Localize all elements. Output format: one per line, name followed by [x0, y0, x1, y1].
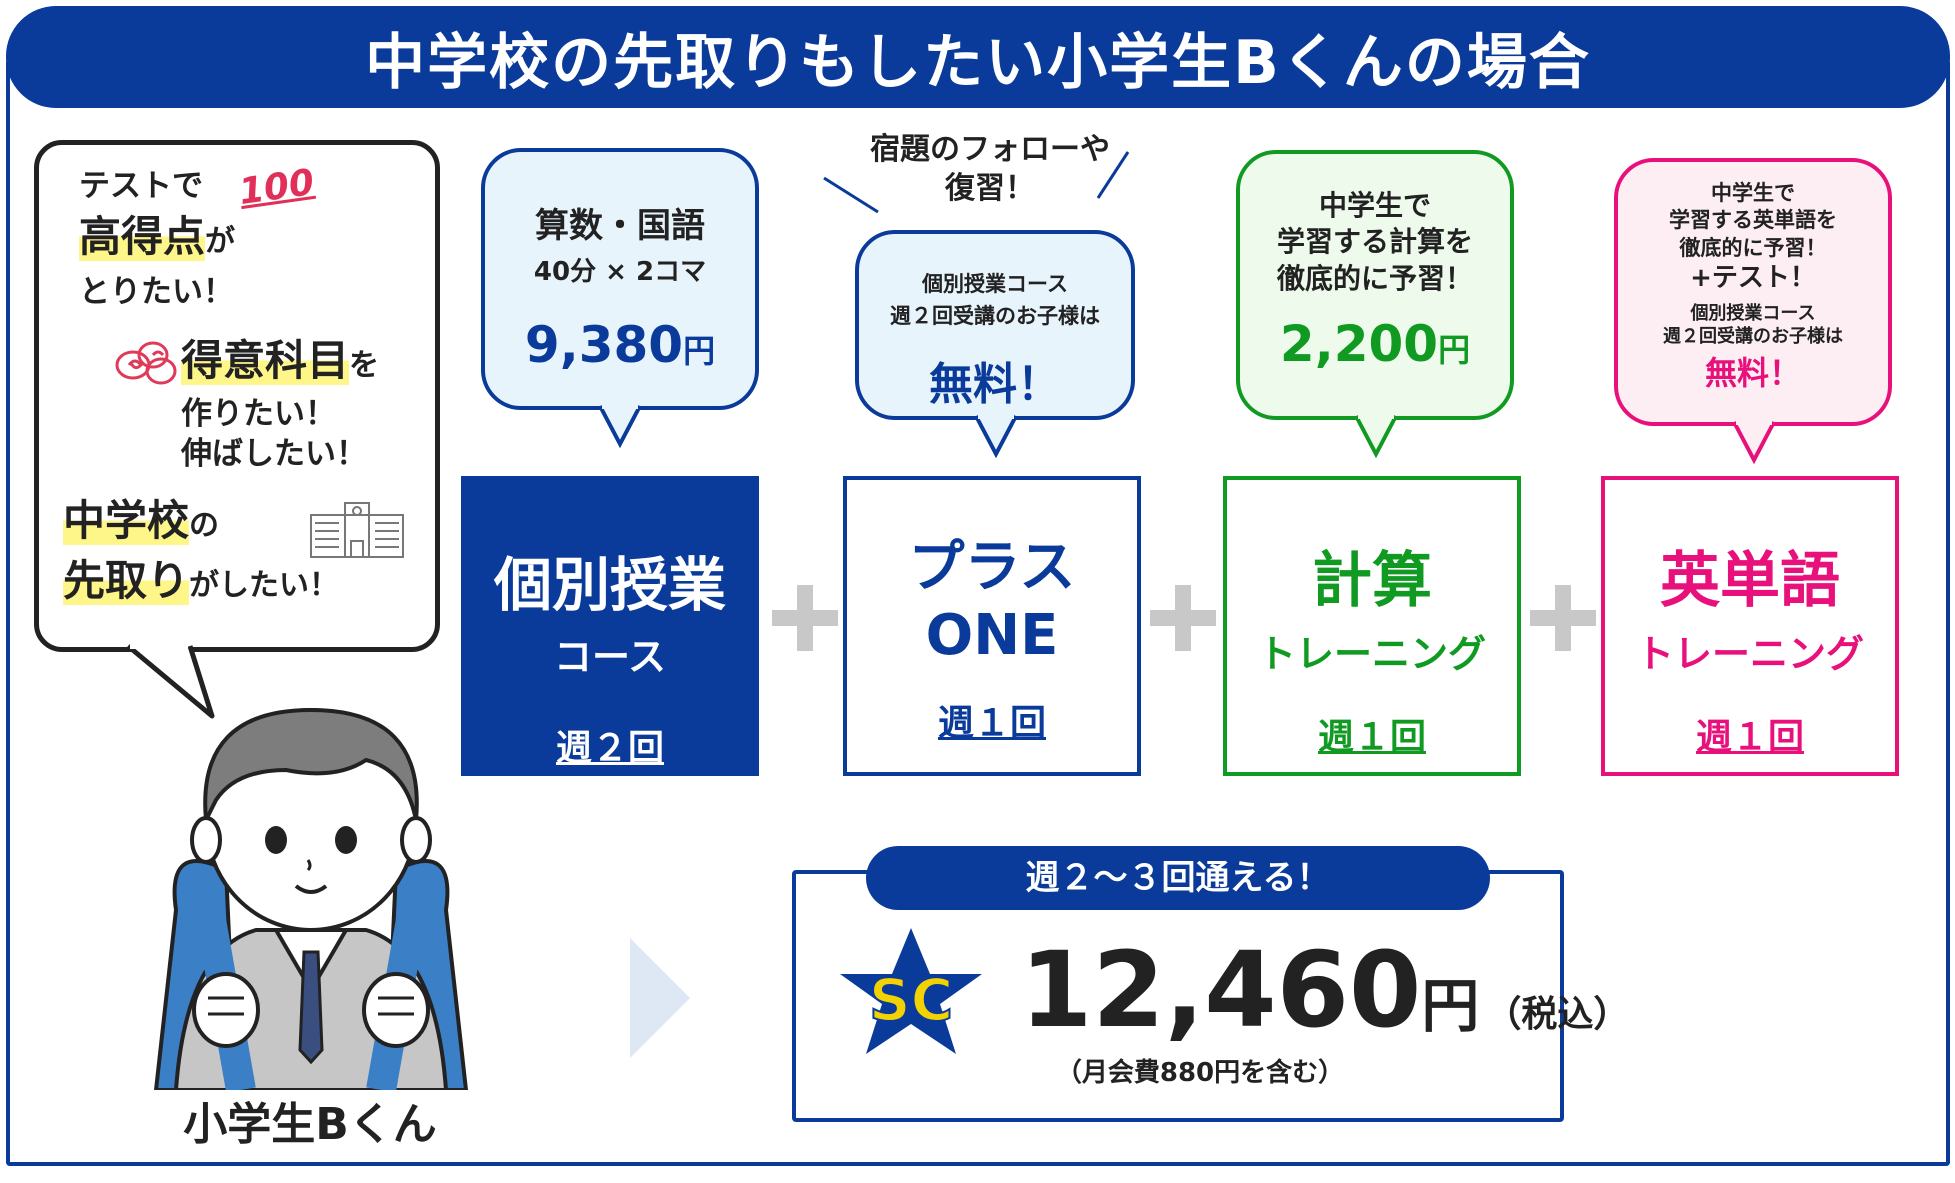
course2-info-bubble: 個別授業コース 週２回受講のお子様は 無料！ [855, 230, 1135, 420]
speech-line: 伸ばしたい！ [181, 436, 367, 472]
speech-line: テストで [79, 168, 203, 204]
course4-info-bubble: 中学生で 学習する英単語を 徹底的に予習！ +テスト！ 個別授業コース 週２回受… [1614, 158, 1892, 426]
course-box-english-training: 英単語 トレーニング 週１回 [1601, 476, 1899, 776]
speech-line: 作りたい！ [181, 396, 336, 432]
total-price: 12,460 [1020, 929, 1422, 1051]
course3-frequency: 週１回 [1317, 717, 1426, 758]
speech-bubble-tail [126, 640, 215, 719]
plus-icon [772, 585, 838, 651]
speech-highlight: 中学校 [63, 496, 190, 545]
summary-header: 週２～３回通える！ [866, 846, 1490, 910]
course3-price: 2,200 [1279, 315, 1439, 374]
course-box-individual: 個別授業 コース 週２回 [461, 476, 759, 776]
course2-bubble-pointer [974, 414, 1018, 458]
main-frame [6, 62, 1950, 1166]
tax-label: （税込） [1485, 994, 1630, 1035]
student-speech-bubble: テストで 100 高得点が とりたい！ 得意科目を 作りたい！ 伸ばしたい！ 中… [34, 140, 440, 652]
course1-bubble-pointer [598, 404, 642, 448]
arrow-right-icon [630, 938, 690, 1058]
course4-frequency: 週１回 [1695, 717, 1804, 758]
course1-info-bubble: 算数・国語 40分 × 2コマ 9,380円 [481, 148, 759, 410]
summary-note: （月会費880円を含む） [1055, 1058, 1345, 1088]
course3-bubble-pointer [1354, 414, 1398, 458]
school-building-icon [310, 502, 404, 558]
course2-frequency: 週１回 [937, 703, 1046, 744]
plus-icon [1150, 585, 1216, 651]
speech-highlight: 得意科目 [181, 336, 350, 385]
course2-note-lines [823, 151, 1130, 214]
course2-free-label: 無料！ [929, 359, 1061, 410]
page-title: 中学校の先取りもしたい小学生Bくんの場合 [6, 6, 1950, 108]
course-box-plus-one: プラス ONE 週１回 [843, 476, 1141, 776]
speech-highlight: 高得点 [79, 212, 206, 261]
sc-logo-icon: SC [840, 928, 982, 1054]
course4-bubble-pointer [1732, 420, 1776, 464]
course1-price: 9,380 [524, 316, 684, 374]
thought-swirl-icon [115, 341, 177, 385]
plus-icon [1530, 585, 1596, 651]
course4-free-label: 無料！ [1704, 354, 1801, 393]
course2-note: 宿題のフォローや 復習！ [870, 132, 1110, 206]
student-label: 小学生Bくん [183, 1099, 437, 1150]
student-boy-illustration [153, 707, 469, 1090]
course-box-calc-training: 計算 トレーニング 週１回 [1223, 476, 1521, 776]
course1-frequency: 週２回 [555, 728, 664, 769]
speech-line: とりたい！ [79, 274, 234, 310]
svg-text:SC: SC [869, 966, 953, 1034]
speech-highlight: 先取り [63, 556, 190, 605]
score-100-mark: 100 [236, 161, 317, 214]
course3-info-bubble: 中学生で 学習する計算を 徹底的に予習！ 2,200円 [1236, 150, 1514, 420]
